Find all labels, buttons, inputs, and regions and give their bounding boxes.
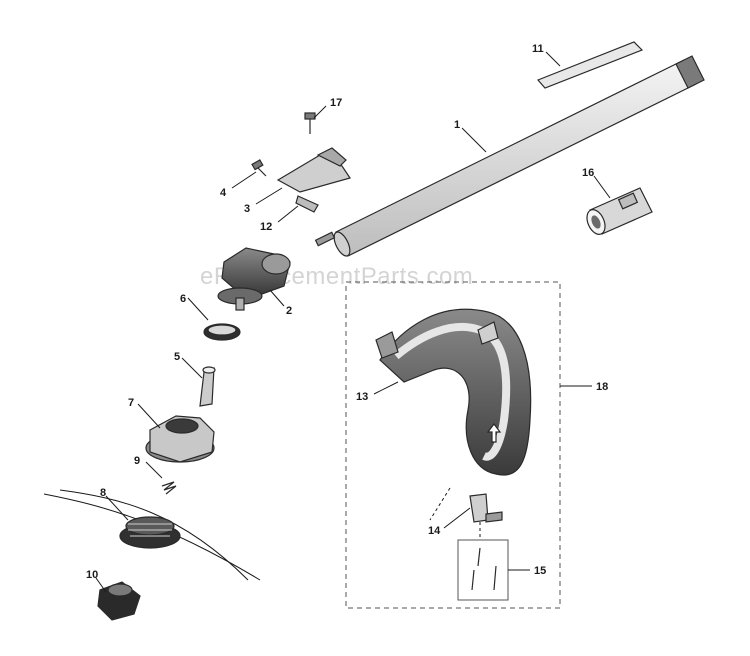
part-2-gearhead: [217, 247, 291, 311]
callout-15: 15: [534, 565, 546, 577]
callout-9: 9: [134, 455, 140, 467]
leader-3: [255, 187, 283, 205]
callout-7: 7: [128, 397, 134, 409]
leader-17: [313, 105, 327, 119]
callout-16: 16: [582, 167, 594, 179]
callout-4: 4: [220, 187, 227, 199]
callout-18: 18: [596, 381, 608, 393]
leader-1: [461, 127, 487, 153]
dashed-guide: [429, 487, 451, 521]
part-8-line-spool: [43, 489, 261, 581]
callout-11: 11: [532, 43, 544, 55]
leader-10: [95, 577, 107, 593]
callout-17: 17: [330, 97, 342, 109]
part-3-bracket: [276, 147, 351, 193]
leader-16: [593, 175, 611, 199]
callout-5: 5: [174, 351, 180, 363]
part-7-spool-housing: [145, 415, 215, 463]
leader-5: [181, 357, 203, 379]
leader-9: [145, 461, 163, 479]
callout-13: 13: [356, 391, 368, 403]
leader-11: [545, 51, 561, 67]
leader-12: [277, 205, 299, 223]
callout-2: 2: [286, 305, 292, 317]
callout-14: 14: [428, 525, 441, 537]
callout-6: 6: [180, 293, 186, 305]
leader-4: [231, 171, 257, 189]
leader-7: [137, 403, 161, 429]
part-17-screw: [304, 112, 316, 134]
callout-3: 3: [244, 203, 250, 215]
part-13-handle: [375, 308, 532, 476]
part-12-clip: [295, 195, 319, 213]
callout-12: 12: [260, 221, 272, 233]
part-16-coupler: [586, 187, 653, 235]
leader-6: [187, 297, 209, 321]
part-15-screw-set: [457, 539, 509, 601]
leader-2: [269, 289, 285, 307]
leader-14: [443, 507, 471, 529]
part-1-shaft: [314, 55, 705, 257]
part-14-bracket: [469, 493, 503, 523]
leader-8: [105, 495, 129, 521]
part-5-sleeve: [199, 366, 216, 407]
part-6-washer: [203, 323, 241, 341]
leader-13: [373, 381, 399, 395]
callout-1: 1: [454, 119, 460, 131]
part-4-screw: [251, 159, 267, 177]
callout-8: 8: [100, 487, 106, 499]
callout-10: 10: [86, 569, 98, 581]
part-10-knob: [97, 581, 141, 621]
part-11-label: [536, 41, 644, 89]
part-9-spring: [161, 481, 177, 495]
